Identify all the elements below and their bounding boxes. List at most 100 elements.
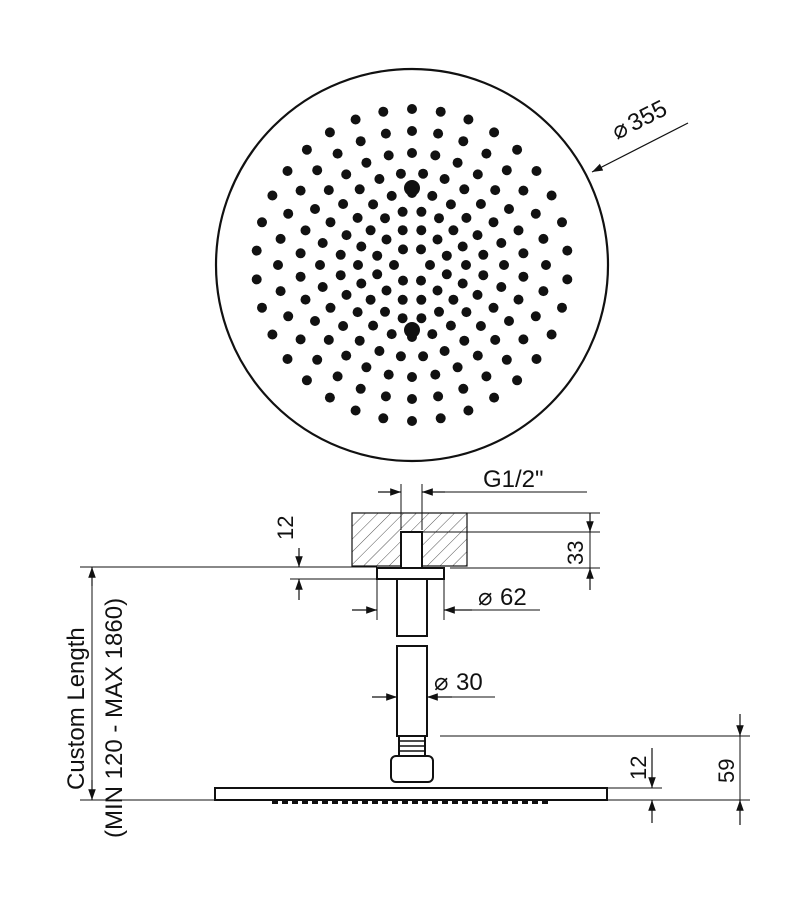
nozzle-dot [397,225,408,236]
nozzle-dot [461,260,471,270]
nozzle-dot [418,351,429,362]
nozzle-dot [341,230,352,241]
head-plate-side [214,787,608,804]
nozzle-dot [434,306,444,317]
nozzle-dot [397,206,408,217]
nozzle-dot [257,302,267,313]
nozzle-dot [312,354,323,365]
side-nozzle [412,800,418,804]
nozzle-dot [407,104,417,114]
nozzle-dot [381,285,392,296]
nozzle-dot [380,306,390,317]
nozzle-dot [457,241,468,252]
nozzle-dot [512,375,523,386]
nozzle-dot [461,307,472,318]
nozzle-dot [481,371,492,382]
nozzle-dot [459,335,470,346]
nozzle-dot [448,294,459,305]
nozzle-dot [251,245,262,256]
nozzle-dot [430,150,441,161]
side-nozzle [282,800,288,804]
nozzle-dot [441,269,452,280]
side-nozzle [402,800,408,804]
nozzle-dot [407,416,417,426]
nozzle-dot [356,278,367,289]
nozzle-dot [496,282,507,292]
nozzle-pattern [251,104,573,426]
nozzle-dot [407,372,417,382]
nozzle-dot [378,413,389,424]
side-nozzle [482,800,488,804]
nozzle-dot [432,234,443,245]
head-diameter-dimension: ⌀ 355 [591,95,689,173]
side-nozzle [492,800,498,804]
nozzle-dot [338,321,349,331]
nozzle-dot [283,311,294,322]
nozzle-dot [439,174,450,184]
nozzle-dot [323,334,334,345]
nozzle-dot [463,114,474,125]
nozzle-dot [452,362,463,373]
side-nozzle [292,800,298,804]
nozzle-dot [380,213,390,224]
nozzle-dot [368,320,379,331]
nozzle-dot [335,249,346,260]
nozzle-dot [416,275,426,286]
nozzle-dot [531,166,542,176]
nozzle-dot [355,136,366,147]
nozzle-dot [310,204,320,214]
nozzle-dot [273,260,283,270]
nozzle-dot [380,391,391,402]
head-diameter-label: 355 [624,95,672,137]
side-nozzle [342,800,348,804]
nozzle-dot [323,185,334,196]
nozzle-dot [562,274,573,285]
nozzle-dot [459,184,470,195]
nozzle-dot [478,249,489,260]
nozzle-dot [395,168,406,179]
wall-depth-label: 33 [563,541,588,565]
nozzle-dot [557,302,567,313]
nozzle-dot [317,282,328,292]
head-outline [214,67,610,463]
nozzle-dot [341,289,352,300]
side-nozzle [532,800,538,804]
nozzle-dot [267,329,278,340]
nozzle-dot [317,238,328,248]
nozzle-dot [518,185,529,196]
nozzle-dot [365,225,376,236]
nozzle-dot [504,204,514,214]
nozzle-dot [435,106,446,117]
ball-joint [390,735,434,783]
nozzle-dot [397,294,408,305]
nozzle-dot [472,230,483,241]
nozzle-dot [546,329,557,340]
nozzle-dot [472,289,483,300]
nozzle-dot [325,302,336,313]
nozzle-dot [372,269,383,280]
nozzle-dot [335,270,346,281]
nozzle-dot [472,169,483,180]
arm-lower [396,645,428,737]
nozzle-dot [267,190,278,201]
nozzle-dot [501,165,512,176]
nozzle-dot [433,128,444,139]
nozzle-dot [378,106,389,117]
arm-upper [396,578,428,637]
nozzle-dot [395,351,406,362]
side-nozzle [372,800,378,804]
nozzle-dot [518,334,529,345]
nozzle-dot [538,233,549,244]
nozzle-dot [416,225,427,236]
nozzle-dot [416,244,426,255]
nozzle-dot [282,354,293,364]
side-nozzle [422,800,428,804]
nozzle-dot-large [404,322,420,338]
nozzle-dot [361,362,372,373]
nozzle-dot [530,208,541,219]
side-nozzle [542,800,548,804]
nozzle-dot [434,213,444,224]
nozzle-dot [380,128,391,139]
nozzle-dot [448,225,459,236]
side-nozzle [512,800,518,804]
